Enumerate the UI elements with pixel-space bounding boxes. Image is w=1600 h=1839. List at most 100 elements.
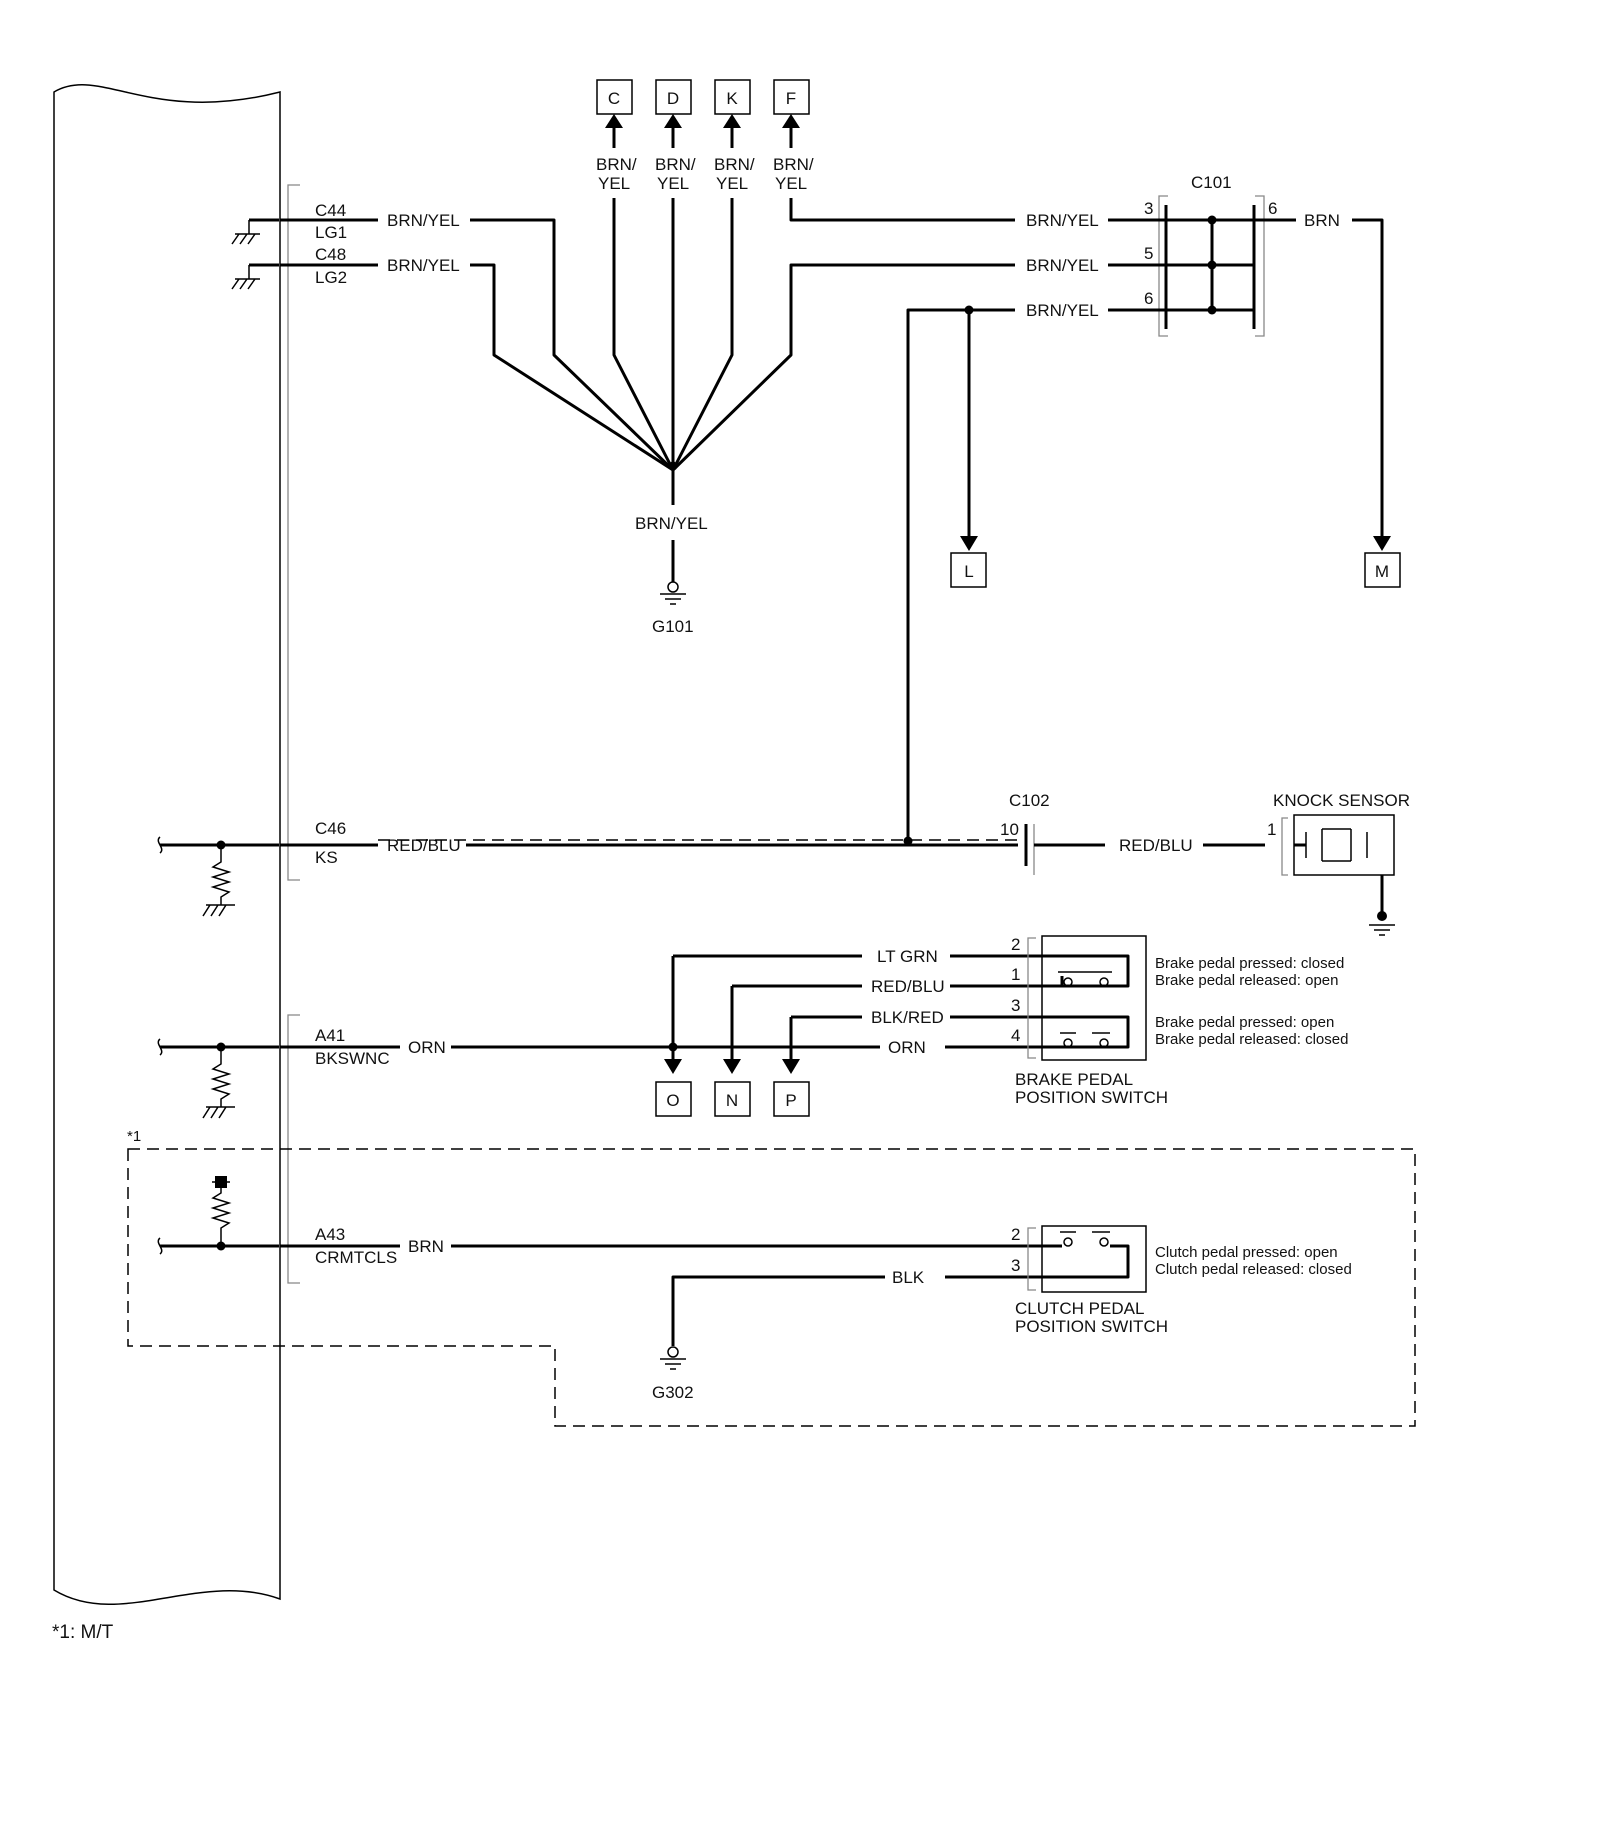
- brake-switch-wiring: LT GRN RED/BLU BLK/RED ORN O N P: [655, 947, 1030, 1117]
- brake-wire-orn: ORN: [888, 1038, 926, 1057]
- ref-f-wire-bottom: YEL: [775, 174, 807, 193]
- mt-group: *1: [127, 1128, 1416, 1427]
- ground-splice-wire-label: BRN/YEL: [635, 514, 708, 533]
- ecm-pin-c46: C46 KS RED/BLU: [157, 819, 1018, 917]
- ref-f-letter: F: [786, 89, 796, 108]
- ref-k-wire-bottom: YEL: [716, 174, 748, 193]
- c44-signal-label: LG1: [315, 223, 347, 242]
- brake-switch-title-1: BRAKE PEDAL: [1015, 1070, 1133, 1089]
- c48-pin-label: C48: [315, 245, 346, 264]
- brake-pin-3: 3: [1011, 996, 1020, 1015]
- a41-wire-label: ORN: [408, 1038, 446, 1057]
- c101-row5-wire-label: BRN/YEL: [1026, 256, 1099, 275]
- ref-l: [950, 552, 987, 588]
- clutch-pedal-switch: 2 3 Clutch pedal pressed: open Clutch pe…: [1011, 1225, 1352, 1336]
- c101-out-pin: 6: [1268, 199, 1277, 218]
- clutch-pin-2: 2: [1011, 1225, 1020, 1244]
- ref-k-letter: K: [726, 89, 738, 108]
- c48-wire-label: BRN/YEL: [387, 256, 460, 275]
- c102-wire-label: RED/BLU: [1119, 836, 1193, 855]
- a41-signal-label: BKSWNC: [315, 1049, 390, 1068]
- ecm-connector-bracket-c: [287, 184, 300, 881]
- ref-k-wire-top: BRN/: [714, 155, 755, 174]
- brake-note2-a: Brake pedal pressed: open: [1155, 1014, 1334, 1031]
- c44-wire-label: BRN/YEL: [387, 211, 460, 230]
- c101-pin-6: 6: [1144, 289, 1153, 308]
- ref-p: [773, 1081, 810, 1117]
- brake-wire-blkred: BLK/RED: [871, 1008, 944, 1027]
- ref-d-letter: D: [667, 89, 679, 108]
- footnote: *1: M/T: [52, 1622, 114, 1643]
- c44-pin-label: C44: [315, 201, 346, 220]
- a43-pin-label: A43: [315, 1225, 345, 1244]
- clutch-note-b: Clutch pedal released: closed: [1155, 1261, 1352, 1278]
- c48-signal-label: LG2: [315, 268, 347, 287]
- brake-note1-b: Brake pedal released: open: [1155, 972, 1338, 989]
- ref-m-letter: M: [1375, 562, 1389, 581]
- brake-switch-title-2: POSITION SWITCH: [1015, 1088, 1168, 1107]
- g101-ground: BRN/YEL G101: [635, 461, 708, 636]
- ref-c: C BRN/ YEL: [596, 79, 675, 471]
- ref-d-wire-bottom: YEL: [657, 174, 689, 193]
- wire-shield-branch: L: [903, 305, 1015, 846]
- ref-m: [1364, 552, 1401, 588]
- ref-c-wire-top: BRN/: [596, 155, 637, 174]
- ref-k: K BRN/ YEL: [671, 79, 755, 471]
- c102-pin: 10: [1000, 820, 1019, 839]
- ecm-pin-c48: C48 LG2 BRN/YEL: [231, 245, 674, 472]
- c102-name: C102: [1009, 791, 1050, 810]
- a43-wire-label: BRN: [408, 1237, 444, 1256]
- a41-pin-label: A41: [315, 1026, 345, 1045]
- ecm-pin-a43: A43 CRMTCLS BRN: [157, 1176, 1030, 1267]
- ref-p-letter: P: [785, 1091, 796, 1110]
- clutch-switch-title-2: POSITION SWITCH: [1015, 1317, 1168, 1336]
- c101-connector: C101 3 5 6 6: [1144, 173, 1277, 337]
- brake-pedal-switch: 2 1 3 4 Brake pedal pressed: closed Brak…: [1011, 935, 1348, 1107]
- ref-o-letter: O: [666, 1091, 679, 1110]
- ref-l-letter: L: [964, 562, 973, 581]
- splice-dot: [668, 461, 678, 471]
- ecm-pin-a41: A41 BKSWNC ORN: [157, 1026, 880, 1119]
- c46-wire-label: RED/BLU: [387, 836, 461, 855]
- ecm-pin-c44: C44 LG1 BRN/YEL: [231, 201, 675, 472]
- c101-row6-wire-label: BRN/YEL: [1026, 301, 1099, 320]
- ref-n-letter: N: [726, 1091, 738, 1110]
- c101-out-wire-label: BRN: [1304, 211, 1340, 230]
- brake-note1-a: Brake pedal pressed: closed: [1155, 955, 1344, 972]
- c101-row3-wire-label: BRN/YEL: [1026, 211, 1099, 230]
- a43-signal-label: CRMTCLS: [315, 1248, 397, 1267]
- c102-connector: C102 10 RED/BLU: [1000, 791, 1265, 875]
- c101-pin-3: 3: [1144, 199, 1153, 218]
- brake-pin-4: 4: [1011, 1026, 1020, 1045]
- brake-wire-redblu: RED/BLU: [871, 977, 945, 996]
- ref-f: F BRN/ YEL: [773, 79, 1015, 222]
- brake-pin-2: 2: [1011, 935, 1020, 954]
- ref-f-wire-top: BRN/: [773, 155, 814, 174]
- ref-d: D BRN/ YEL: [655, 79, 696, 470]
- ref-d-wire-top: BRN/: [655, 155, 696, 174]
- ecm-body: [53, 84, 281, 1605]
- g101-label: G101: [652, 617, 694, 636]
- ref-c-letter: C: [608, 89, 620, 108]
- c46-pin-label: C46: [315, 819, 346, 838]
- brake-note2-b: Brake pedal released: closed: [1155, 1031, 1348, 1048]
- c101-pin-5: 5: [1144, 244, 1153, 263]
- ref-c-wire-bottom: YEL: [598, 174, 630, 193]
- clutch-ground-wire: BLK G302: [652, 1268, 1030, 1402]
- knock-sensor-title: KNOCK SENSOR: [1273, 791, 1410, 810]
- brake-pin-1: 1: [1011, 965, 1020, 984]
- brake-wire-ltgrn: LT GRN: [877, 947, 938, 966]
- ref-o: [655, 1081, 692, 1117]
- clutch-note-a: Clutch pedal pressed: open: [1155, 1244, 1338, 1261]
- knock-sensor-pin: 1: [1267, 820, 1276, 839]
- wire-brn-to-m: BRN M: [1254, 211, 1401, 588]
- clutch-wire-blk: BLK: [892, 1268, 925, 1287]
- knock-sensor: KNOCK SENSOR 1: [1267, 791, 1410, 936]
- clutch-pin-3: 3: [1011, 1256, 1020, 1275]
- wire-c101-pin5-branch: [671, 263, 1015, 472]
- ref-n: [714, 1081, 751, 1117]
- mt-group-marker: *1: [127, 1128, 141, 1145]
- c46-signal-label: KS: [315, 848, 338, 867]
